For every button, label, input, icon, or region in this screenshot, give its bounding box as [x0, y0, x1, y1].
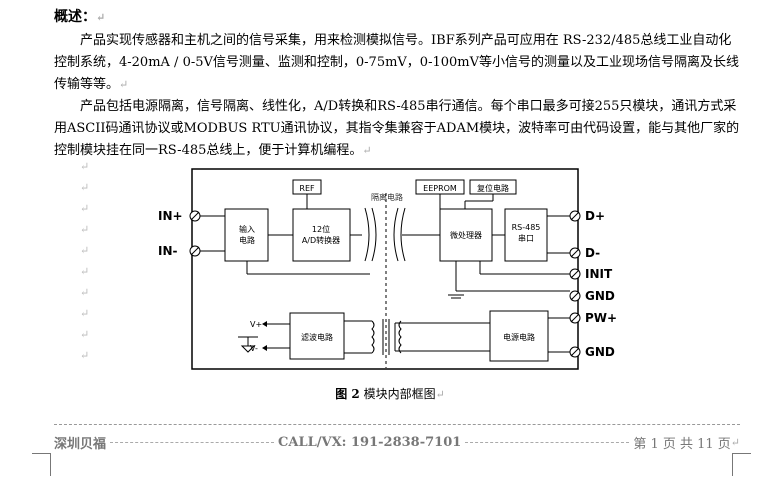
heading: 概述：↵	[54, 9, 106, 25]
paragraph-overview-1: 产品实现传感器和主机之间的信号采集，用来检测模拟信号。IBF系列产品可应用在 R…	[54, 33, 740, 92]
svg-text:12位: 12位	[312, 224, 330, 234]
footer-company: 深圳贝福	[54, 437, 107, 452]
power-circuit-block	[489, 310, 549, 362]
pin-init: INIT	[585, 267, 613, 281]
pin-gnd-2: GND	[585, 345, 615, 359]
footer-contact: CALL/VX: 191-2838-7101	[278, 435, 462, 450]
svg-text:V-: V-	[250, 344, 258, 353]
block-diagram: IN+ IN- 输入 电路 12位 A/D转换器 REF 隔离电路 EEPROM…	[158, 168, 617, 370]
figure-label: 图 2	[335, 387, 360, 401]
rs485-block	[504, 208, 548, 262]
figure-title: 模块内部框图	[363, 387, 436, 401]
paragraph-1-text: 产品实现传感器和主机之间的信号采集，用来检测模拟信号。IBF系列产品可应用在 R…	[54, 33, 740, 92]
pin-in-plus: IN+	[158, 209, 183, 223]
pin-d-minus: D-	[585, 246, 600, 260]
adc-block	[292, 208, 351, 262]
footer-divider	[54, 424, 740, 425]
svg-text:电路: 电路	[239, 235, 255, 245]
svg-text:V+: V+	[250, 320, 262, 329]
pin-d-plus: D+	[585, 209, 605, 223]
pin-gnd-1: GND	[585, 289, 615, 303]
svg-text:隔离电路: 隔离电路	[371, 192, 403, 202]
svg-text:电源电路: 电源电路	[503, 332, 535, 342]
page-corner-mark-left	[32, 453, 51, 476]
module-frame	[191, 168, 579, 370]
svg-text:复位电路: 复位电路	[477, 183, 509, 193]
empty-paragraph-marks: ↵↵↵↵↵↵↵↵↵↵	[80, 160, 90, 362]
paragraph-2-text: 产品包括电源隔离，信号隔离、线性化，A/D转换和RS-485串行通信。每个串口最…	[54, 99, 740, 158]
svg-text:滤波电路: 滤波电路	[301, 332, 333, 342]
input-circuit-block	[224, 208, 269, 262]
pin-in-minus: IN-	[158, 244, 178, 258]
pin-pw-plus: PW+	[585, 311, 617, 325]
filter-circuit-block	[289, 312, 345, 360]
page-corner-mark-right	[732, 453, 751, 476]
svg-text:EEPROM: EEPROM	[423, 184, 457, 193]
paragraph-overview-2: 产品包括电源隔离，信号隔离、线性化，A/D转换和RS-485串行通信。每个串口最…	[54, 99, 740, 158]
footer-page-number: 第 1 页 共 11 页	[633, 437, 731, 452]
svg-text:RS-485: RS-485	[512, 223, 541, 232]
svg-text:A/D转换器: A/D转换器	[302, 235, 340, 245]
svg-text:REF: REF	[299, 184, 315, 193]
figure-caption: 图 2 模块内部框图↵	[335, 387, 445, 401]
svg-text:输入: 输入	[239, 224, 255, 234]
page-footer: 深圳贝福 CALL/VX: 191-2838-7101 第 1 页 共 11 页…	[54, 435, 741, 452]
heading-text: 概述：	[54, 9, 96, 25]
svg-text:串口: 串口	[518, 234, 534, 243]
svg-text:微处理器: 微处理器	[450, 230, 482, 240]
